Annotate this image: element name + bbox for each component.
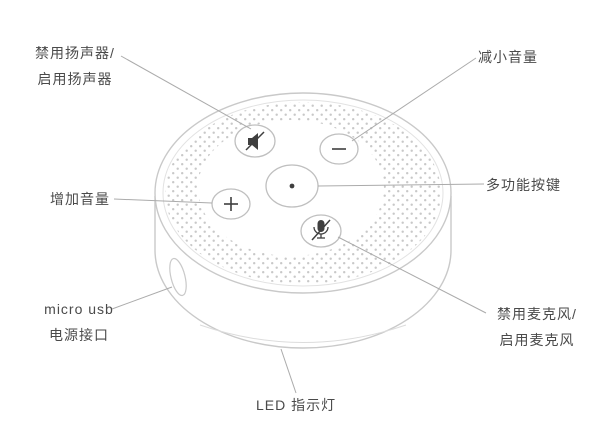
callout-usb bbox=[111, 286, 173, 310]
label-mic-toggle-line2: 启用麦克风 bbox=[499, 332, 575, 348]
speaker-mute-button bbox=[234, 124, 276, 158]
mic-mute-button bbox=[300, 214, 342, 248]
callout-volume-up bbox=[113, 198, 213, 204]
label-speaker-toggle-line2: 启用扬声器 bbox=[37, 71, 113, 87]
label-speaker-toggle: 禁用扬声器/ 启用扬声器 bbox=[24, 40, 126, 92]
mic-mute-icon bbox=[311, 219, 331, 241]
plus-icon bbox=[224, 197, 238, 211]
label-mic-toggle-line1: 禁用麦克风/ bbox=[497, 306, 577, 322]
callout-volume-down bbox=[351, 57, 477, 142]
callout-multi-function bbox=[317, 183, 485, 187]
label-usb-line2: 电源接口 bbox=[49, 327, 109, 343]
volume-up-button bbox=[211, 188, 251, 220]
label-multi-function: 多功能按键 bbox=[486, 177, 561, 193]
callout-led bbox=[280, 348, 297, 394]
callout-mic-toggle bbox=[337, 236, 487, 314]
led-ring bbox=[199, 324, 407, 343]
label-volume-down: 减小音量 bbox=[478, 49, 538, 65]
speaker-holes bbox=[165, 102, 441, 284]
device-top-rim bbox=[162, 99, 444, 287]
label-volume-up: 增加音量 bbox=[50, 191, 110, 207]
usb-port bbox=[169, 257, 187, 297]
speaker-mute-icon bbox=[245, 131, 265, 151]
action-button bbox=[265, 164, 319, 208]
label-usb: micro usb 电源接口 bbox=[34, 296, 124, 348]
label-led: LED 指示灯 bbox=[256, 397, 337, 413]
label-usb-line1: micro usb bbox=[44, 301, 114, 317]
label-speaker-toggle-line1: 禁用扬声器/ bbox=[35, 45, 115, 61]
dot-icon bbox=[289, 183, 295, 189]
label-mic-toggle: 禁用麦克风/ 启用麦克风 bbox=[488, 301, 586, 353]
volume-down-button bbox=[319, 133, 359, 165]
callout-lines bbox=[111, 55, 487, 394]
callout-speaker-toggle bbox=[120, 55, 252, 130]
